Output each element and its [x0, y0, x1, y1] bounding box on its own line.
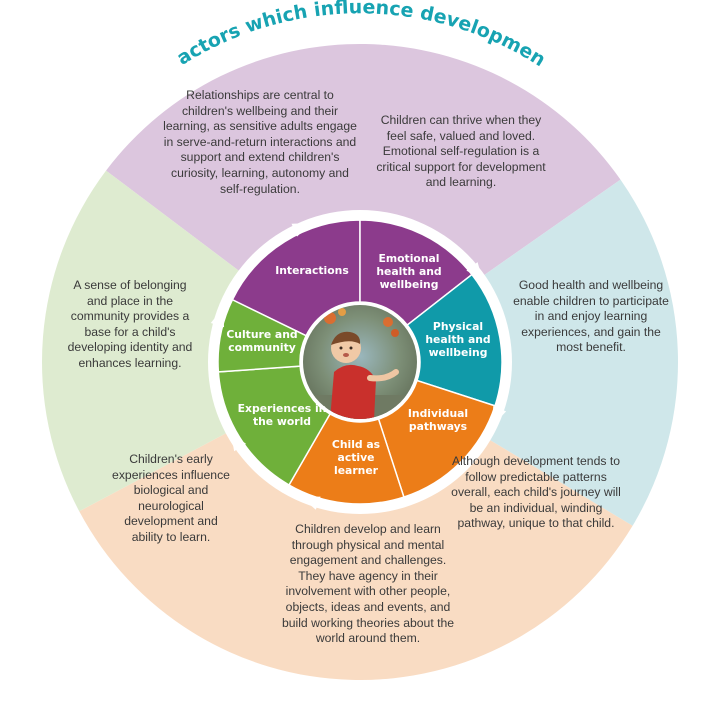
desc-health: Good health and wellbeing enable childre…	[513, 278, 669, 355]
arrow-3	[492, 406, 507, 426]
outer-ring	[42, 44, 679, 680]
label-active: Child as active learner	[331, 438, 381, 477]
outer-segment-pathways-active	[79, 432, 633, 680]
label-pathways: Individual pathways	[407, 407, 469, 433]
desc-emotional: Children can thrive when they feel safe,…	[376, 113, 546, 190]
arrow-1	[291, 223, 311, 237]
outer-segment-relationships	[106, 44, 621, 276]
outer-segment-health	[482, 179, 679, 526]
label-experiences: Experiences in the world	[237, 402, 327, 428]
desc-belonging: A sense of belonging and place in the co…	[67, 278, 193, 370]
label-interactions: Interactions	[275, 264, 349, 277]
label-culture: Culture and community	[226, 328, 298, 354]
outer-segment-belonging-experiences	[42, 170, 241, 512]
arrow-5	[230, 432, 247, 452]
desc-relationships: Relationships are central to children's …	[163, 88, 357, 196]
arrow-6	[210, 308, 225, 328]
label-emotional: Emotional health and wellbeing	[376, 252, 442, 291]
desc-experiences: Children's early experiences influence b…	[112, 452, 230, 544]
arrow-4	[301, 496, 321, 510]
cycle-arrows	[210, 223, 507, 510]
desc-active: Children develop and learn through physi…	[281, 522, 455, 646]
label-physical: Physical health and wellbeing	[425, 320, 491, 359]
desc-pathways: Although development tends to follow pre…	[451, 454, 621, 531]
arrow-2	[466, 262, 483, 281]
